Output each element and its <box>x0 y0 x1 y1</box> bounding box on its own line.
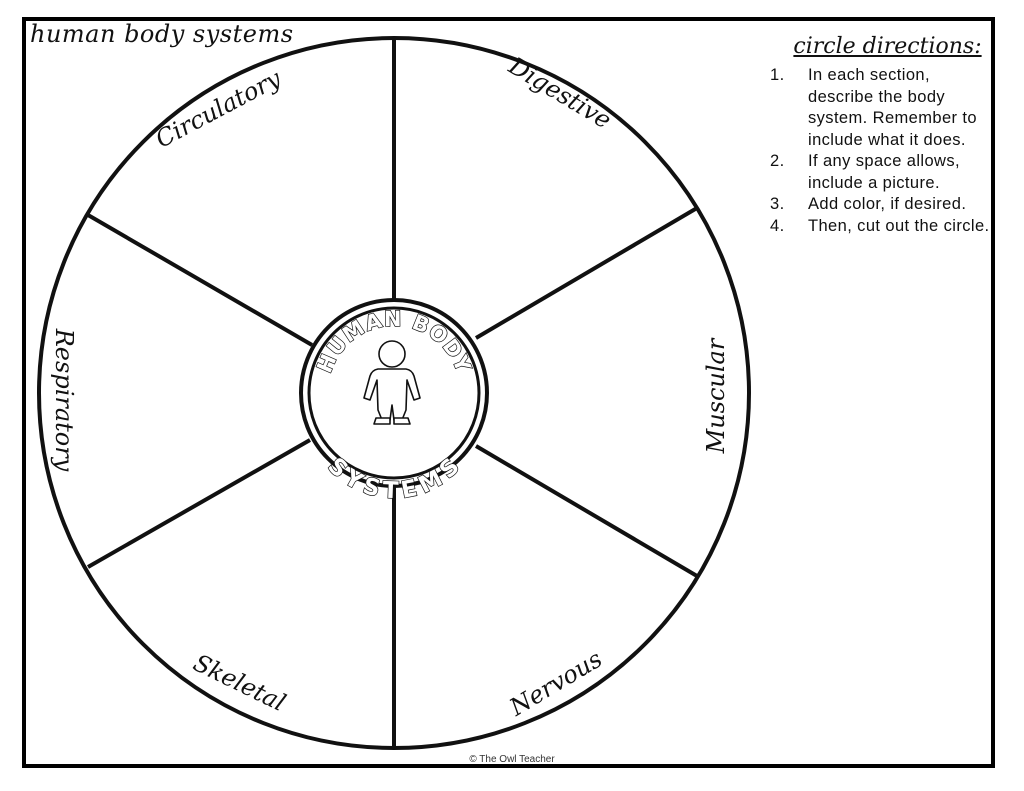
direction-item: 4. Then, cut out the circle. <box>770 216 995 238</box>
direction-text: If any space allows, include a picture. <box>808 152 960 192</box>
section-label-digestive: Digestive <box>503 51 616 134</box>
direction-text: In each section, describe the body syste… <box>808 66 977 149</box>
divider-lower-left <box>87 438 311 569</box>
direction-number: 3. <box>770 195 785 213</box>
section-label-circulatory: Circulatory <box>151 64 286 153</box>
directions-list: 1. In each section, describe the body sy… <box>770 65 995 237</box>
divider-lower-right <box>474 444 699 578</box>
copyright-notice: © The Owl Teacher <box>469 754 555 765</box>
page-title: human body systems <box>30 20 294 48</box>
section-dividers <box>86 38 699 748</box>
section-label-respiratory: Respiratory <box>50 328 78 472</box>
page-border <box>22 17 995 768</box>
divider-upper-left <box>86 213 314 347</box>
direction-item: 3. Add color, if desired. <box>770 194 995 216</box>
direction-item: 1. In each section, describe the body sy… <box>770 65 995 151</box>
directions-panel: circle directions: 1. In each section, d… <box>770 34 995 237</box>
directions-heading: circle directions: <box>793 34 982 59</box>
direction-item: 2. If any space allows, include a pictur… <box>770 151 995 194</box>
direction-number: 2. <box>770 152 785 170</box>
section-label-muscular: Muscular <box>702 337 730 454</box>
direction-text: Then, cut out the circle. <box>808 216 990 235</box>
hub-badge: HUMAN BODY SYSTEMS <box>299 298 489 505</box>
direction-number: 1. <box>770 66 785 84</box>
direction-text: Add color, if desired. <box>808 195 967 213</box>
direction-number: 4. <box>770 216 785 235</box>
human-figure-icon <box>363 340 421 425</box>
section-label-skeletal: Skeletal <box>189 649 290 717</box>
divider-upper-right <box>474 206 699 340</box>
